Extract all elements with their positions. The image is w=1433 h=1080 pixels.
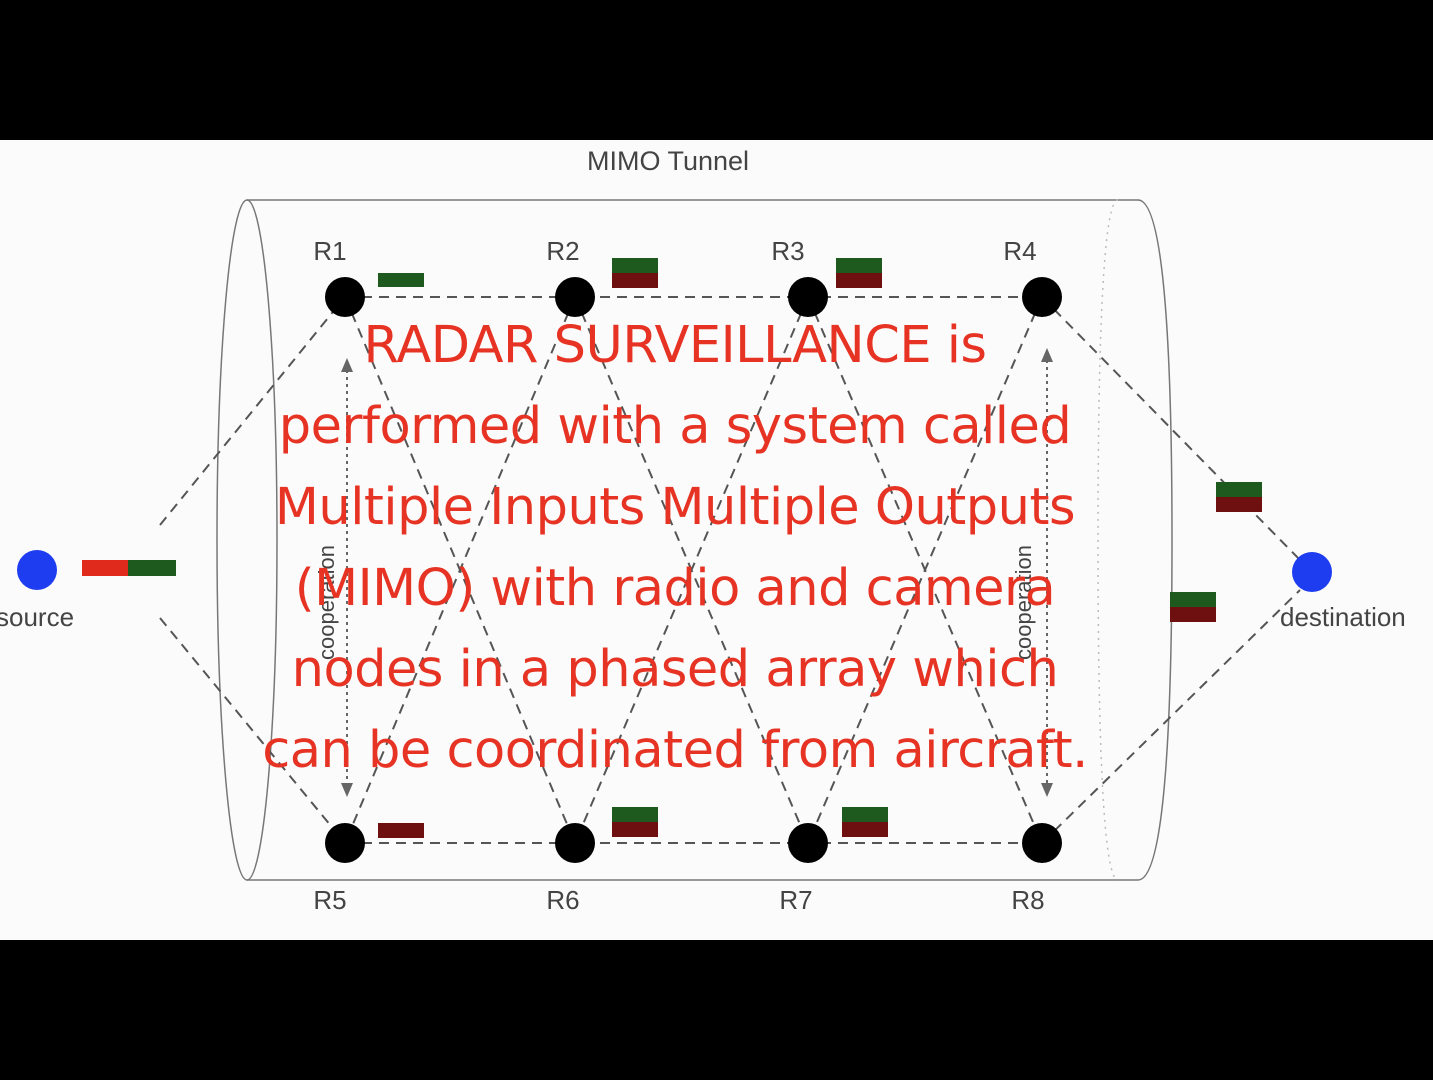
destination-node bbox=[1292, 552, 1332, 592]
arrowhead-up-right bbox=[1041, 348, 1053, 362]
link-r4-r7 bbox=[807, 296, 1043, 844]
arrowhead-up-left bbox=[341, 358, 353, 372]
mimo-diagram: cooperation cooperation bbox=[0, 146, 1406, 915]
relay-node-r2 bbox=[555, 277, 595, 317]
packet-r2-bottom bbox=[612, 273, 658, 288]
packet-source-green bbox=[128, 560, 176, 576]
relay-label-r2: R2 bbox=[546, 236, 579, 266]
diagram-title: MIMO Tunnel bbox=[587, 146, 749, 176]
cooperation-label-right: cooperation bbox=[1011, 545, 1036, 660]
packet-r3-top bbox=[836, 258, 882, 273]
packet-r6-top bbox=[612, 807, 658, 822]
packet-r3-bottom bbox=[836, 273, 882, 288]
tunnel-right-front bbox=[1137, 199, 1173, 881]
relay-node-r3 bbox=[788, 277, 828, 317]
relay-label-r1: R1 bbox=[313, 236, 346, 266]
link-r2-r5 bbox=[344, 296, 576, 844]
relay-label-r7: R7 bbox=[779, 885, 812, 915]
relay-node-r5 bbox=[325, 823, 365, 863]
relay-node-r7 bbox=[788, 823, 828, 863]
packet-r5 bbox=[378, 823, 424, 838]
tunnel-cylinder bbox=[216, 199, 1173, 881]
packet-dest-lower-bottom bbox=[1170, 607, 1216, 622]
link-source-r5 bbox=[159, 617, 346, 844]
caption-overlay: RADAR SURVEILLANCE is performed with a s… bbox=[262, 316, 1088, 780]
arrowhead-down-left bbox=[341, 783, 353, 797]
link-source-r1 bbox=[159, 296, 346, 526]
packet-r2-top bbox=[612, 258, 658, 273]
relay-node-r1 bbox=[325, 277, 365, 317]
link-r4-destination bbox=[1041, 296, 1301, 561]
relay-label-r3: R3 bbox=[771, 236, 804, 266]
relay-node-r8 bbox=[1022, 823, 1062, 863]
relay-label-r8: R8 bbox=[1011, 885, 1044, 915]
diagram-canvas: cooperation cooperation bbox=[0, 140, 1433, 940]
packet-source-red bbox=[82, 560, 128, 576]
tunnel-right-back bbox=[1097, 199, 1119, 881]
packet-dest-upper-bottom bbox=[1216, 497, 1262, 512]
packet-dest-lower-top bbox=[1170, 592, 1216, 607]
packets bbox=[82, 258, 1262, 838]
link-r8-destination bbox=[1041, 589, 1301, 844]
relay-node-r6 bbox=[555, 823, 595, 863]
link-r3-r6 bbox=[574, 296, 809, 844]
relay-label-r6: R6 bbox=[546, 885, 579, 915]
source-label: source bbox=[0, 602, 74, 632]
packet-dest-upper-top bbox=[1216, 482, 1262, 497]
packet-r7-bottom bbox=[842, 822, 888, 837]
packet-r7-top bbox=[842, 807, 888, 822]
destination-label: destination bbox=[1280, 602, 1406, 632]
source-node bbox=[17, 550, 57, 590]
cooperation-label-left: cooperation bbox=[314, 545, 339, 660]
relay-nodes bbox=[325, 277, 1062, 863]
packet-r6-bottom bbox=[612, 822, 658, 837]
relay-label-r4: R4 bbox=[1003, 236, 1036, 266]
cooperation-arrows bbox=[341, 348, 1053, 797]
packet-r1 bbox=[378, 273, 424, 287]
arrowhead-down-right bbox=[1041, 783, 1053, 797]
relay-links bbox=[159, 296, 1301, 844]
relay-label-r5: R5 bbox=[313, 885, 346, 915]
relay-node-r4 bbox=[1022, 277, 1062, 317]
